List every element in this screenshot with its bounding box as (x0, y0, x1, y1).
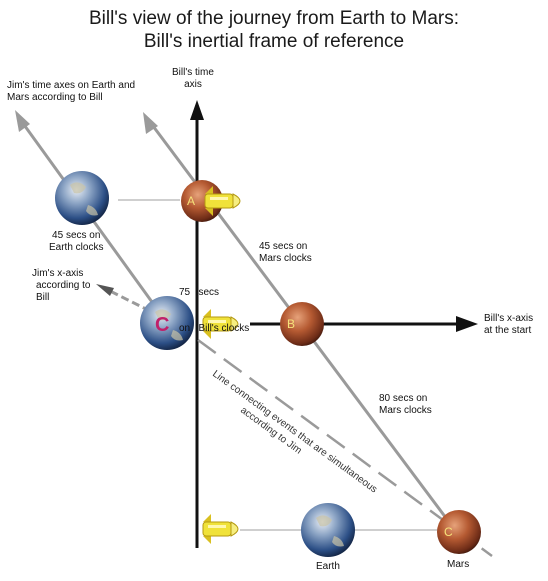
rocket-icon-middle (202, 309, 239, 339)
jim-x-axis-arrow (96, 284, 114, 296)
title-line-1: Bill's view of the journey from Earth to… (88, 8, 460, 29)
mars-label: Mars (447, 559, 470, 570)
event-a-label: A (187, 194, 195, 208)
event-b-label: B (287, 317, 295, 331)
earth-label: Earth (316, 561, 340, 572)
rocket-icon-bottom (202, 514, 239, 544)
earth-globe-top (55, 171, 109, 225)
mars-event-c (437, 510, 481, 554)
bill-x-axis-label: Bill's x-axis at the start (484, 313, 534, 336)
earth-globe-bottom (301, 503, 355, 557)
jim-x-axis-label: Jim's x-axis according to Bill (32, 268, 91, 303)
jim-time-axes-label: Jim's time axes on Earth and Mars accord… (7, 80, 136, 103)
bill-75-label: 75 secs on Bill's clocks (179, 287, 250, 334)
mars-80-label: 80 secs on Mars clocks (379, 393, 432, 416)
event-c-earth-label: C (155, 314, 169, 336)
bill-time-axis-label: Bill's time axis (172, 67, 214, 90)
event-c-mars-label: C (444, 525, 453, 539)
mars-event-b (280, 302, 324, 346)
simultaneity-label-1: Line connecting events that are simultan… (210, 369, 379, 496)
title-line-2: Bill's inertial frame of reference (143, 31, 405, 52)
earth-45-label: 45 secs on Earth clocks (49, 230, 104, 253)
jim-time-axis-mars-arrow (143, 112, 158, 134)
bill-time-axis-arrow (190, 100, 204, 120)
bill-x-axis-arrow (456, 316, 478, 332)
jim-time-axis-earth-arrow (15, 110, 30, 132)
mars-45-label: 45 secs on Mars clocks (259, 241, 312, 264)
rocket-icon-top (204, 186, 241, 216)
